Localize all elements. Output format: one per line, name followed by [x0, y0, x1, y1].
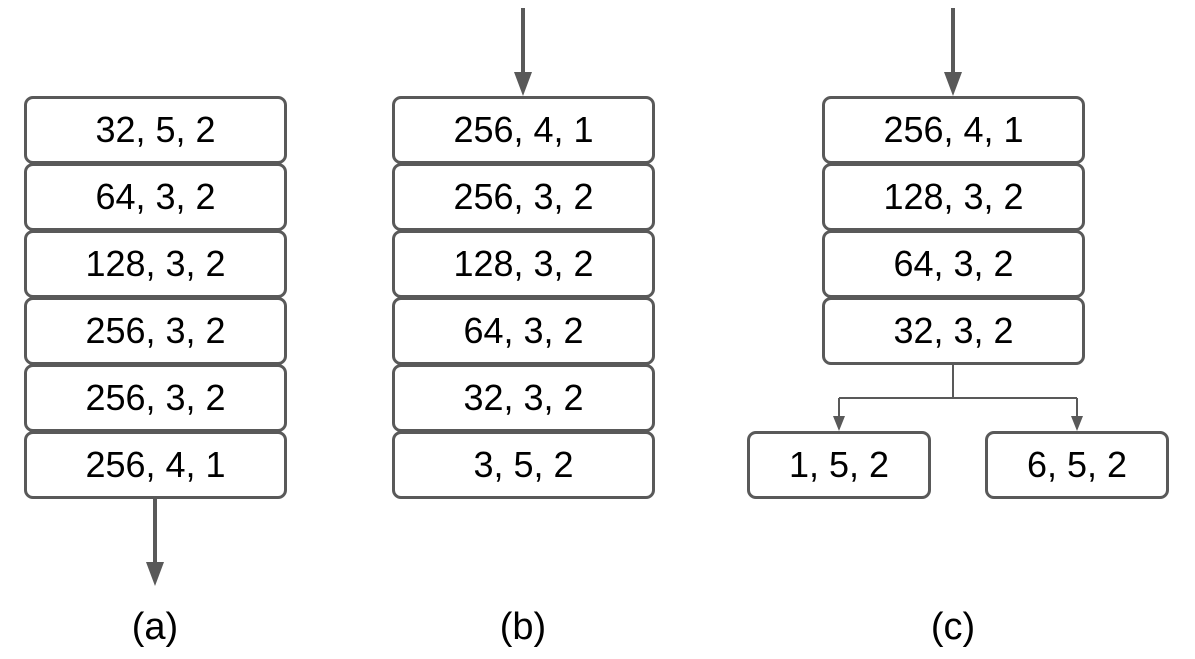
- arrow-a-output: [146, 498, 164, 586]
- caption-a: (a): [131, 606, 179, 648]
- layer-box: 64, 3, 2: [822, 230, 1085, 298]
- layer-box: 256, 3, 2: [24, 297, 287, 365]
- arrow-b-input: [514, 8, 532, 96]
- layer-box: 32, 3, 2: [822, 297, 1085, 365]
- layer-box: 64, 3, 2: [392, 297, 655, 365]
- layer-box: 32, 3, 2: [392, 364, 655, 432]
- layer-box: 128, 3, 2: [24, 230, 287, 298]
- layer-box: 256, 3, 2: [392, 163, 655, 231]
- layer-box: 128, 3, 2: [822, 163, 1085, 231]
- branch-connector-c: [833, 364, 1083, 431]
- layer-box: 256, 3, 2: [24, 364, 287, 432]
- layer-box: 32, 5, 2: [24, 96, 287, 164]
- branch-box-right: 6, 5, 2: [985, 431, 1169, 499]
- layer-box: 256, 4, 1: [392, 96, 655, 164]
- caption-b: (b): [499, 606, 547, 648]
- caption-c: (c): [930, 606, 976, 648]
- layer-box: 256, 4, 1: [24, 431, 287, 499]
- layer-box: 3, 5, 2: [392, 431, 655, 499]
- branch-box-left: 1, 5, 2: [747, 431, 931, 499]
- arrow-c-input: [944, 8, 962, 96]
- layer-box: 128, 3, 2: [392, 230, 655, 298]
- layer-box: 256, 4, 1: [822, 96, 1085, 164]
- layer-box: 64, 3, 2: [24, 163, 287, 231]
